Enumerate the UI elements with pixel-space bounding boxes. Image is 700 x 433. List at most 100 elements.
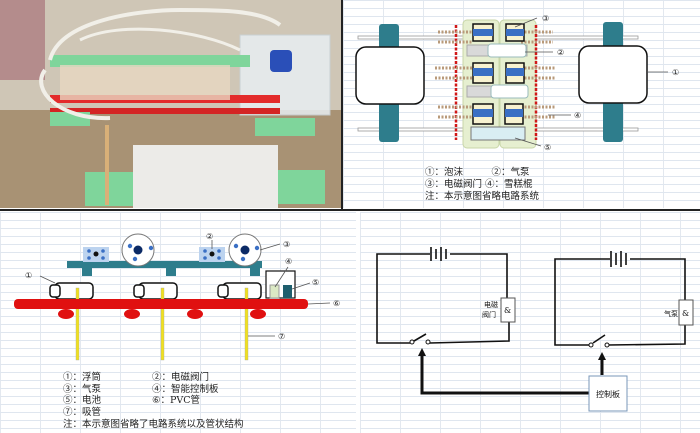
top-view-diagram: ③ ② ① ④ ⑤ ①：泡沫 ②：气泵 ③：电磁阀门 ④：雪糕棍 注：本示意图省… — [343, 0, 700, 208]
line-shape — [592, 334, 606, 344]
ellipse-shape — [58, 309, 74, 319]
polyline-shape — [607, 325, 686, 346]
rect-shape — [60, 65, 230, 100]
circuit-right-wires — [554, 258, 686, 346]
circle-shape — [233, 243, 239, 249]
callout-4: ④ — [574, 111, 581, 120]
circle-shape — [101, 256, 105, 260]
rect-shape — [133, 284, 145, 298]
rect-shape — [506, 68, 524, 76]
polyline-shape — [420, 354, 589, 395]
legend-item: ⑦：吸管 — [63, 406, 102, 418]
arrow-to-left-switch — [418, 348, 426, 356]
battery-right — [610, 251, 627, 267]
circle-shape — [203, 249, 207, 253]
rect-shape — [105, 125, 109, 205]
callout-1: ① — [25, 271, 32, 280]
gap-vertical-bottom — [356, 211, 359, 433]
circle-shape — [217, 249, 221, 253]
battery-left — [430, 247, 447, 261]
rect-shape — [473, 109, 493, 117]
pumps — [466, 43, 529, 99]
rect-shape — [506, 29, 524, 36]
valves — [472, 23, 525, 125]
rect-shape — [505, 109, 523, 117]
foam-block-right — [578, 45, 648, 104]
straws — [75, 287, 249, 361]
divider-vertical-top — [341, 0, 343, 210]
rect-shape — [244, 287, 249, 361]
circuit-diagram: & 电磁 阀门 & 气泵 控制板 — [360, 212, 700, 433]
pvc-pipe — [14, 299, 308, 309]
load-right-label: 气泵 — [664, 309, 678, 318]
foam-block-left — [355, 46, 425, 105]
rect-shape — [75, 287, 80, 361]
side-view-diagram: ① ② ③ ④ ⑤ ⑥ ⑦ ①：浮筒 ③：气泵 ⑤：电池 ⑦：吸管 ②：电磁阀门… — [0, 212, 356, 433]
side-legend-left: ①：浮筒 ③：气泵 ⑤：电池 ⑦：吸管 — [63, 372, 101, 418]
circle-shape — [101, 249, 105, 253]
control-lines — [420, 354, 604, 395]
battery — [283, 285, 292, 298]
legend-item: ③：气泵 — [63, 383, 102, 395]
line-shape — [274, 266, 289, 288]
callout-2: ② — [557, 48, 564, 57]
rect-shape — [270, 170, 325, 204]
circuit-svg: & 电磁 阀门 & 气泵 控制板 — [376, 247, 694, 412]
rect-shape — [487, 43, 527, 58]
callout-4: ④ — [285, 257, 292, 266]
circle-shape — [217, 256, 221, 260]
photo-illustration — [0, 0, 341, 208]
switch-left-contact-1 — [409, 339, 415, 345]
circle-shape — [254, 245, 260, 251]
gate-right — [678, 299, 694, 326]
rect-shape — [250, 268, 260, 276]
legend-item: ①：浮筒 — [63, 372, 102, 383]
circle-shape — [240, 245, 250, 255]
top-diagram-legend: ①：泡沫 ②：气泵 ③：电磁阀门 ④：雪糕棍 注：本示意图省略电路系统 — [425, 167, 539, 203]
legend-item: ②：电磁阀门 — [152, 372, 210, 383]
line-shape — [514, 137, 542, 147]
line-shape — [39, 275, 56, 284]
rect-shape — [50, 108, 280, 114]
line-shape — [307, 302, 331, 305]
ellipse-shape — [124, 309, 140, 319]
polyline-shape — [376, 253, 430, 344]
polyline-shape — [630, 258, 686, 300]
callout-3: ③ — [542, 14, 549, 23]
pump-circles — [121, 233, 262, 267]
gate-right-symbol: & — [682, 309, 689, 318]
circuit-left-wires — [376, 253, 510, 344]
rect-shape — [490, 84, 529, 99]
prototype-photo — [0, 0, 341, 208]
callout-6: ⑥ — [333, 299, 340, 308]
circle-shape — [203, 256, 207, 260]
rect-shape — [82, 268, 92, 276]
legend-item: ④：智能控制板 — [152, 383, 219, 395]
rect-shape — [50, 55, 250, 67]
ellipse-shape — [250, 309, 266, 319]
callout-3: ③ — [283, 240, 290, 249]
polyline-shape — [429, 322, 510, 344]
ellipse-shape — [187, 309, 203, 319]
gate-left — [500, 297, 516, 323]
rect-shape — [49, 284, 61, 298]
divider-horizontal — [0, 209, 700, 211]
circle-shape — [93, 251, 99, 257]
line-shape — [413, 333, 427, 342]
arrow-to-right-switch — [598, 352, 606, 360]
callout-arrows — [39, 240, 331, 337]
line-shape — [514, 17, 538, 28]
path-shape — [39, 68, 111, 121]
rect-shape — [85, 172, 135, 206]
polyline-shape — [450, 253, 508, 298]
line-shape — [259, 243, 281, 251]
sticks — [435, 30, 555, 119]
circle-shape — [87, 249, 91, 253]
callout-arrows — [514, 17, 668, 147]
circle-shape — [240, 256, 246, 262]
control-board — [269, 284, 280, 299]
float-tubes — [49, 282, 262, 300]
circle-shape — [133, 245, 143, 255]
legend-item: ⑤：电池 — [63, 395, 102, 406]
switch-left-contact-2 — [425, 339, 431, 345]
